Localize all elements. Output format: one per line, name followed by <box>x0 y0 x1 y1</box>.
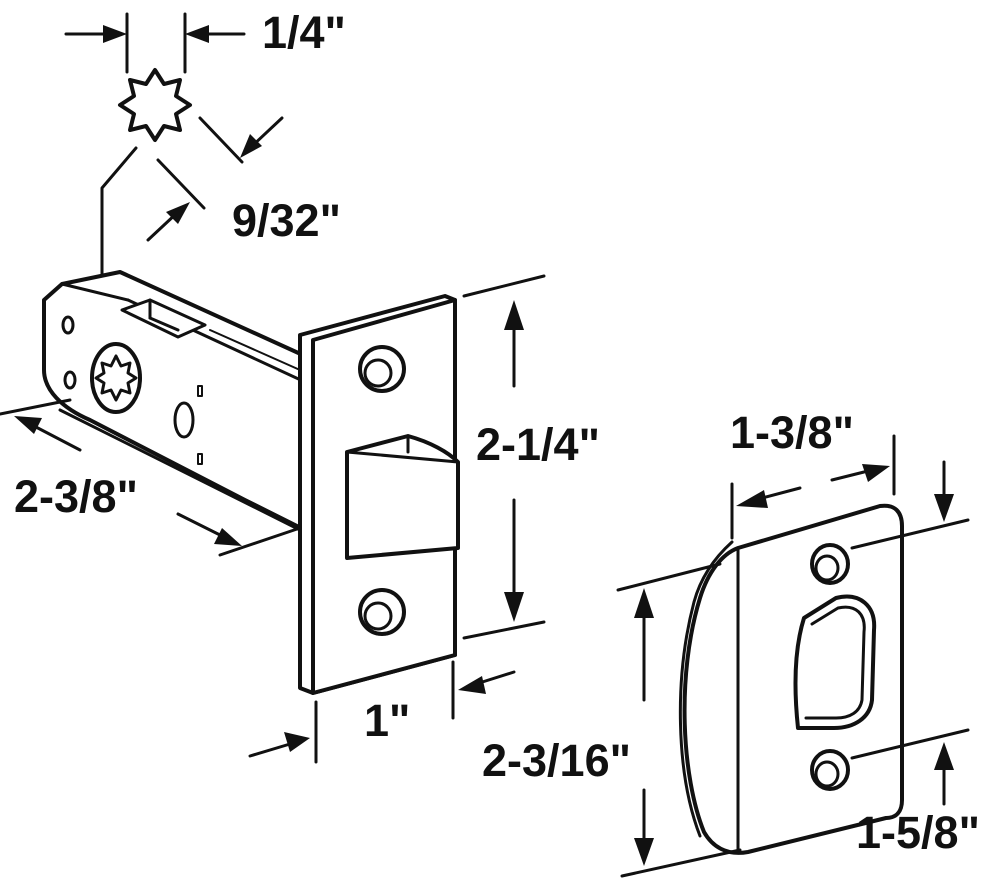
strike-width-dimension: 1-3/8" <box>730 407 896 540</box>
backset-label: 2-3/8" <box>14 471 138 522</box>
strike-height-dimension: 2-3/16" <box>482 562 742 878</box>
faceplate-height-label: 2-1/4" <box>476 419 600 470</box>
faceplate <box>298 294 460 695</box>
star-spindle-icon <box>118 68 192 142</box>
backset-dimension: 2-3/8" <box>0 398 302 557</box>
strike-hole-spacing-dimension: 1-5/8" <box>850 460 980 858</box>
faceplate-width-dimension: 1" <box>248 660 516 764</box>
spindle-diagonal-label: 9/32" <box>232 195 341 246</box>
faceplate-height-dimension: 2-1/4" <box>462 274 600 640</box>
spindle-detail <box>64 12 284 330</box>
spindle-width-label: 1/4" <box>262 7 346 58</box>
latch-bolt <box>345 434 460 560</box>
strike-opening <box>793 594 877 730</box>
faceplate-width-label: 1" <box>364 695 410 746</box>
strike-plate <box>678 503 904 855</box>
hub-star-icon <box>94 354 138 402</box>
strike-height-label: 2-3/16" <box>482 735 631 786</box>
strike-width-label: 1-3/8" <box>730 407 854 458</box>
strike-hole-spacing-label: 1-5/8" <box>856 807 980 858</box>
